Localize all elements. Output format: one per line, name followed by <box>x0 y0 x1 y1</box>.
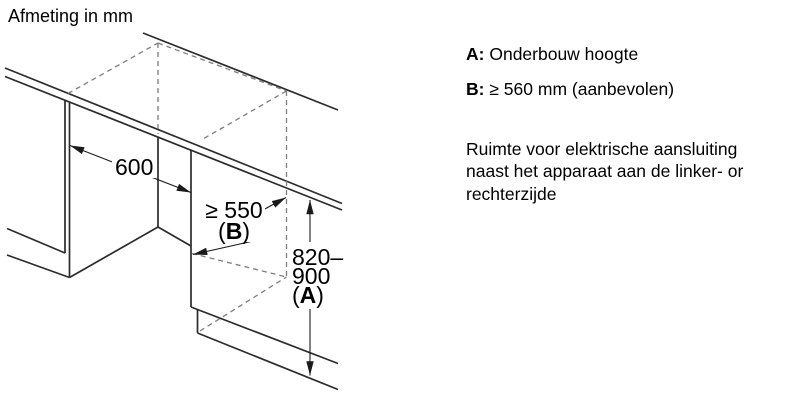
wall-line <box>142 32 339 111</box>
note-line3: rechterzijde <box>466 183 557 204</box>
legend-item-b-text: ≥ 560 mm (aanbevolen) <box>489 79 675 99</box>
dim-depth-arrow-front <box>192 240 252 256</box>
dim-depth-value: ≥ 550 <box>205 197 263 223</box>
niche-dashed-outline <box>67 42 288 332</box>
legend-item-b: B: ≥ 560 mm (aanbevolen) <box>466 79 674 100</box>
note-text: Ruimte voor elektrische aansluiting naas… <box>466 138 743 205</box>
right-cabinet <box>190 149 339 391</box>
dim-depth-label: ≥ 550 (B) <box>203 197 265 244</box>
dim-width-label: 600 <box>112 156 157 179</box>
dim-height-value-line1: 820– <box>292 244 344 270</box>
counter-edge-lines <box>4 67 343 211</box>
dim-height-label: 820– 900 (A) <box>292 244 344 308</box>
legend-item-a-prefix: A: <box>466 44 485 64</box>
legend-item-a-text: Onderbouw hoogte <box>489 44 639 64</box>
dimension-arrows <box>69 144 314 376</box>
left-cabinet <box>6 100 159 279</box>
dim-depth-ref: (B) <box>218 218 250 244</box>
note-line1: Ruimte voor elektrische aansluiting <box>466 139 738 159</box>
dim-height-ref: (A) <box>292 282 324 308</box>
page-title: Afmeting in mm <box>8 6 134 26</box>
legend-item-b-prefix: B: <box>466 79 485 99</box>
legend-item-a: A: Onderbouw hoogte <box>466 44 638 65</box>
dim-height-value-line2: 900 <box>292 263 331 289</box>
note-line2: naast het apparaat aan de linker- or <box>466 161 744 182</box>
niche-opening-lines <box>157 136 192 247</box>
dim-depth-arrow-back <box>262 197 287 211</box>
